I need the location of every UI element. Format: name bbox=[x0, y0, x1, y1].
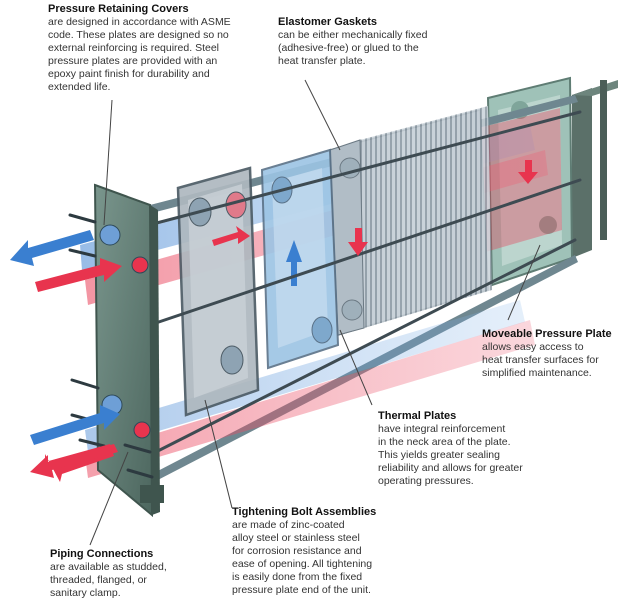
callout-elastomer-gaskets: Elastomer Gaskets can be either mechanic… bbox=[278, 16, 427, 68]
callout-line: heat transfer plate. bbox=[278, 55, 366, 67]
callout-line: epoxy paint finish for durability and bbox=[48, 68, 210, 80]
callout-line: external reinforcing is required. Steel bbox=[48, 42, 220, 54]
callout-line: reliability and allows for greater bbox=[378, 462, 523, 474]
callout-line: code. These plates are designed so no bbox=[48, 29, 229, 41]
callout-moveable-pressure-plate: Moveable Pressure Plate allows easy acce… bbox=[482, 328, 612, 380]
callout-title: Elastomer Gaskets bbox=[278, 16, 378, 28]
callout-title: Tightening Bolt Assemblies bbox=[232, 506, 377, 518]
hot-inflow-arrow-icon bbox=[35, 258, 122, 292]
callout-pressure-retaining-covers: Pressure Retaining Covers are designed i… bbox=[48, 3, 231, 94]
cold-outlet-port-icon bbox=[99, 224, 121, 246]
callout-title: Moveable Pressure Plate bbox=[482, 328, 612, 340]
callout-title: Thermal Plates bbox=[378, 410, 457, 422]
hot-outlet-port-icon bbox=[133, 421, 151, 439]
callout-line: (adhesive-free) or glued to the bbox=[278, 42, 419, 54]
callout-line: pressure plates are provided with an bbox=[48, 55, 218, 67]
callout-line: for corrosion resistance and bbox=[232, 545, 362, 557]
rear-support-column bbox=[572, 80, 618, 258]
plate-flow-arrows bbox=[212, 160, 538, 256]
callout-line: ease of opening. All tightening bbox=[232, 558, 373, 570]
cold-outflow-arrow-icon bbox=[10, 230, 94, 266]
callout-line: allows easy access to bbox=[482, 341, 584, 353]
callout-line: can be either mechanically fixed bbox=[278, 29, 428, 41]
callout-line: alloy steel or stainless steel bbox=[232, 532, 360, 544]
callout-tightening-bolt-assemblies: Tightening Bolt Assemblies are made of z… bbox=[232, 506, 376, 597]
callout-line: This yields greater sealing bbox=[378, 449, 500, 461]
callout-title: Piping Connections bbox=[50, 548, 154, 560]
callout-line: operating pressures. bbox=[378, 475, 474, 487]
callout-line: are designed in accordance with ASME bbox=[48, 16, 231, 28]
callout-line: are available as studded, bbox=[50, 561, 167, 573]
cold-inflow-arrow-icon bbox=[30, 405, 120, 445]
hot-outflow-arrow-icon bbox=[30, 444, 118, 482]
foot-bracket bbox=[140, 485, 164, 503]
callout-line: heat transfer surfaces for bbox=[482, 354, 599, 366]
callout-line: threaded, flanged, or bbox=[50, 574, 147, 586]
callout-title: Pressure Retaining Covers bbox=[48, 3, 189, 15]
pressure-retaining-cover bbox=[93, 183, 164, 518]
callout-thermal-plates: Thermal Plates have integral reinforceme… bbox=[378, 410, 523, 488]
callout-line: sanitary clamp. bbox=[50, 587, 121, 599]
callout-line: is easily done from the fixed bbox=[232, 571, 363, 583]
callout-line: pressure plate end of the unit. bbox=[232, 584, 371, 596]
callout-line: extended life. bbox=[48, 81, 111, 93]
leader-lines bbox=[89, 79, 541, 546]
hot-inlet-port-icon bbox=[131, 256, 149, 274]
thermal-plate-single bbox=[260, 148, 340, 370]
callout-line: have integral reinforcement bbox=[378, 423, 506, 435]
flow-up-arrow-icon bbox=[286, 240, 302, 262]
callout-line: in the neck area of the plate. bbox=[378, 436, 511, 448]
callout-piping-connections: Piping Connections are available as stud… bbox=[50, 548, 167, 600]
callout-line: simplified maintenance. bbox=[482, 367, 592, 379]
callout-line: are made of zinc-coated bbox=[232, 519, 345, 531]
